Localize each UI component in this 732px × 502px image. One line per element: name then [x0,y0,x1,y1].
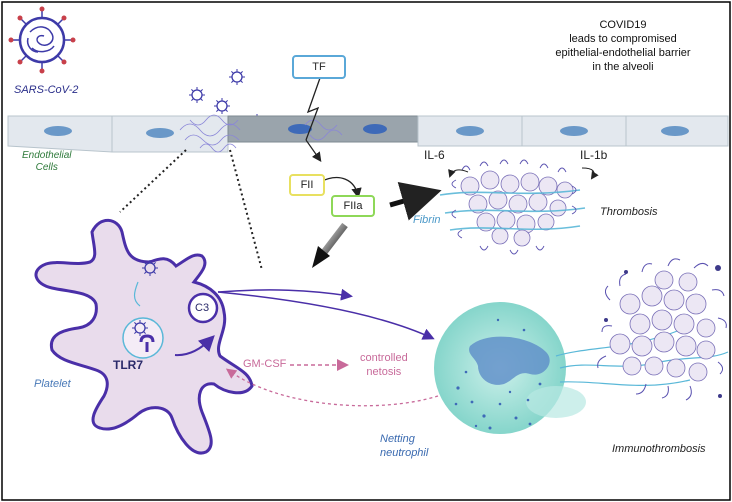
dashed-connector [119,149,187,213]
fiia-to-fibrin-arrow [389,182,442,221]
c3-circle [187,292,219,324]
controlled-line: netosis [366,366,402,378]
gmcsf-label: GM-CSF [243,358,287,370]
endothelial-label: Endothelial Cells [22,150,71,174]
il6-arrow [448,169,469,178]
title-line: leads to compromised [569,33,677,45]
fiia-to-neutrophil-arrow [319,222,348,258]
immunothrombosis-clot [597,258,727,401]
tlr7-label: TLR7 [113,358,143,372]
netting-neutrophil-label: Netting neutrophil [380,432,428,460]
il1b-label: IL-1b [580,148,608,162]
netting-neutrophil [434,302,586,434]
controlled-netosis-label: controlled netosis [360,351,408,379]
title-line: in the alveoli [592,61,654,73]
platelet-aggregate-endothelium [179,114,343,153]
endothelial-line: Cells [35,162,58,173]
neutrophil-to-platelet-feedback-arrow [225,368,439,407]
tf-box: TF [292,55,346,79]
entry-path [133,281,141,307]
netting-line: neutrophil [380,447,429,459]
il1b-arrow [581,167,599,180]
tf-lightning-icon [305,77,321,141]
thrombosis-label: Thrombosis [600,206,658,218]
fibrin-label: Fibrin [413,214,441,226]
c3-label: C3 [195,302,210,314]
arrowhead [312,246,330,268]
il6-label: IL-6 [424,148,445,162]
platelet-label: Platelet [34,378,71,390]
endothelial-cell-layer [7,115,729,153]
sars-cov-2-virus-icon [8,6,76,74]
immunothrombosis-label: Immunothrombosis [612,443,706,455]
thrombosis-clot [439,159,586,255]
controlled-line: controlled [360,352,408,364]
virus-label: SARS-CoV-2 [14,84,79,96]
netting-line: Netting [380,433,415,445]
fiia-box: FIIa [331,195,375,217]
fii-box: FII [289,174,325,196]
c3-to-neutrophil-arrow [217,288,353,301]
tlr7-arrow [174,335,215,357]
c3-curve-arrow [217,291,435,340]
title-line: COVID19 [599,19,647,31]
dashed-connector [229,149,263,271]
title-block: COVID19 leads to compromised epithelial-… [548,18,698,74]
title-line: epithelial-endothelial barrier [555,47,691,59]
endothelial-line: Endothelial [22,150,72,161]
tlr7-receptor-icon [139,334,155,352]
tf-to-fii-arrow [305,139,322,162]
